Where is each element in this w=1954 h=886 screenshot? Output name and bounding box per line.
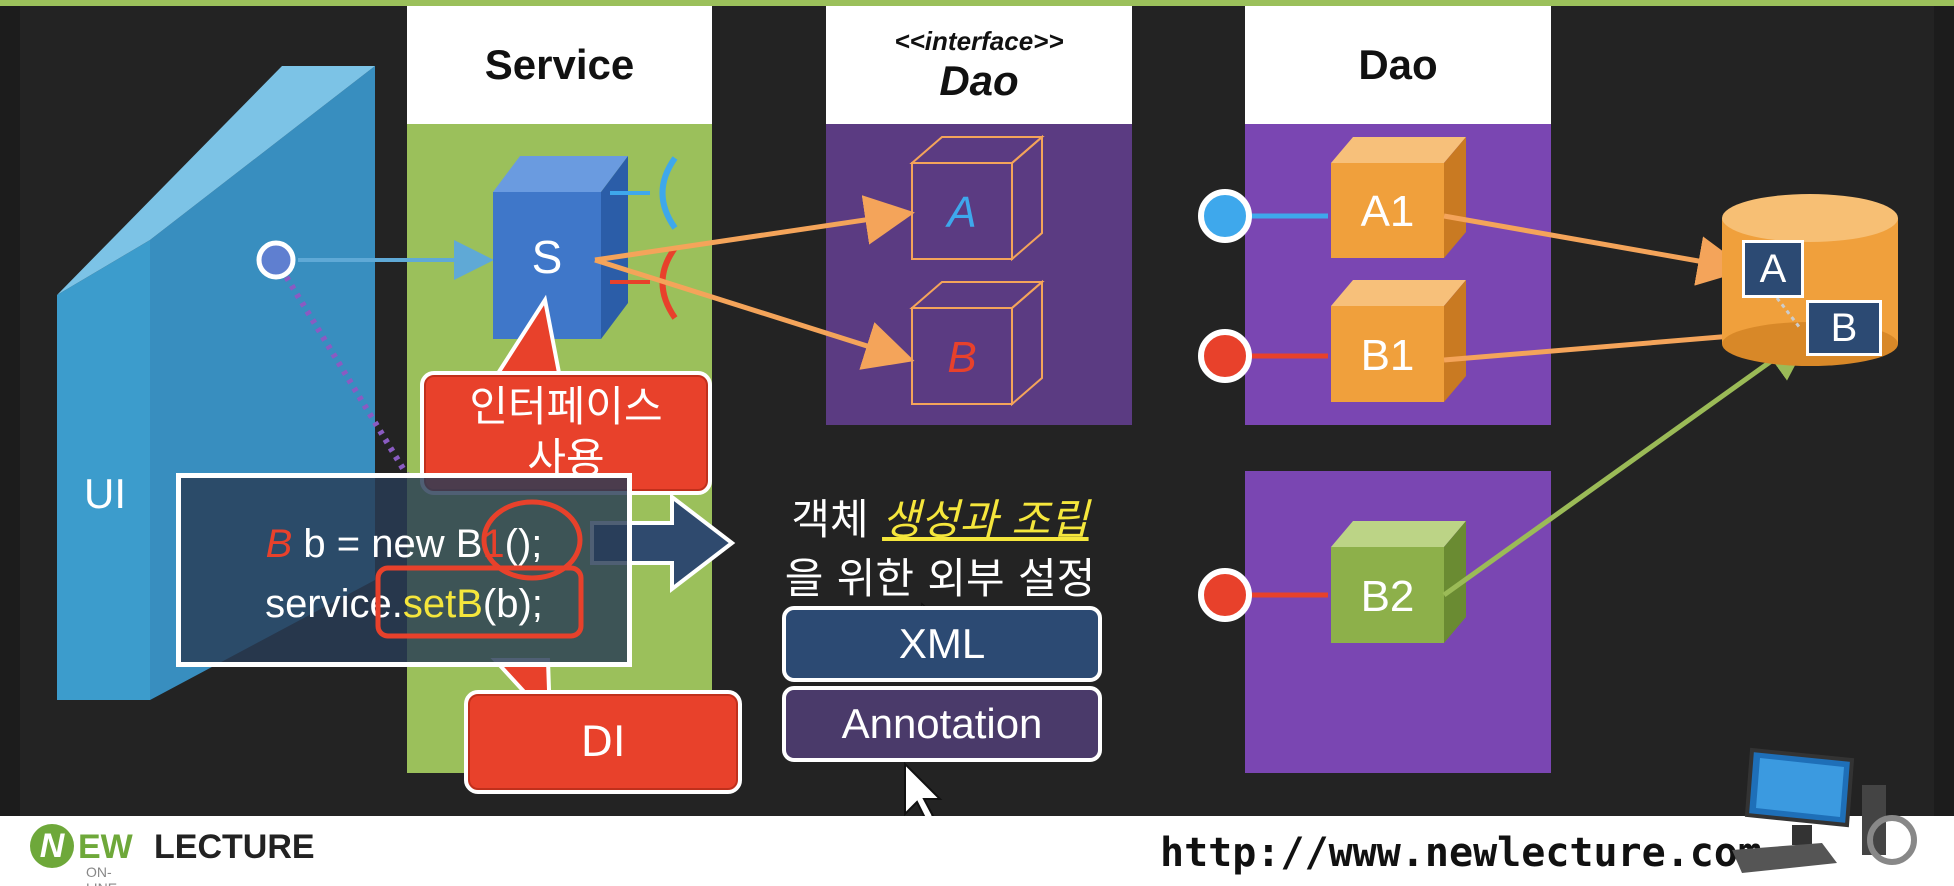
- service-column-title: Service: [484, 41, 635, 88]
- interface-a-label: A: [947, 188, 977, 237]
- interface-dao-column-header: <<interface>> Dao: [826, 6, 1132, 124]
- dao-column-title: Dao: [1358, 41, 1438, 88]
- di-callout-label: DI: [580, 717, 626, 766]
- ui-label: UI: [84, 470, 126, 517]
- b1-port: [1198, 329, 1252, 383]
- interface-dao-title: Dao: [939, 56, 1019, 104]
- db-table-b: B: [1806, 300, 1882, 356]
- service-box-label: S: [531, 231, 563, 283]
- arrow-s-to-b: [594, 257, 915, 370]
- di-callout: DI: [464, 690, 742, 794]
- a1-cube: [1331, 137, 1466, 258]
- code-type-b: B: [265, 522, 293, 566]
- external-setup-emphasis: 생성과 조립: [882, 495, 1089, 544]
- service-column-header: Service: [407, 6, 712, 124]
- footer-url[interactable]: http://www.newlecture.com: [1160, 830, 1763, 876]
- interface-callout-line1: 인터페이스: [469, 382, 663, 431]
- top-accent-line: [0, 0, 1954, 6]
- external-setup-line2: 을 위한 외부 설정: [784, 554, 1096, 603]
- a1-port: [1198, 189, 1252, 243]
- b2-label: B2: [1360, 572, 1415, 621]
- arrow-s-to-a: [594, 195, 915, 263]
- arrow-b2-to-db-b: [1442, 331, 1814, 598]
- b1-cube: [1331, 280, 1466, 402]
- arrow-a1-to-db-a: [1443, 213, 1748, 286]
- code-line-1: B b = new B1();: [181, 522, 627, 567]
- b1-label: B1: [1360, 331, 1415, 380]
- logo-sub: ON-LINE: [86, 864, 117, 886]
- code-box: B b = new B1(); service.setB(b);: [176, 473, 632, 667]
- db-table-a: A: [1742, 240, 1804, 298]
- external-setup-word: 객체: [791, 495, 883, 544]
- computer-icon: [1732, 747, 1917, 873]
- code-line1-end: ();: [504, 522, 543, 566]
- annotation-option[interactable]: Annotation: [782, 686, 1102, 762]
- b2-port: [1198, 568, 1252, 622]
- interface-dao-column: [826, 124, 1132, 425]
- mouse-cursor-icon: [904, 761, 943, 822]
- external-setup-line1: 객체 생성과 조립: [740, 486, 1140, 547]
- xml-option[interactable]: XML: [782, 606, 1102, 682]
- interface-b-label: B: [947, 333, 977, 382]
- dao-column-header: Dao: [1245, 6, 1551, 124]
- code-line2-method: setB: [402, 582, 483, 626]
- interface-b-cube: [909, 279, 1045, 407]
- code-line2-obj: service.: [265, 582, 403, 626]
- interface-a-cube: [909, 134, 1045, 262]
- code-line1-number: 1: [482, 522, 505, 566]
- logo-lecture: LECTURE: [154, 828, 315, 866]
- logo-ew: EW: [78, 828, 133, 866]
- footer-bar: [0, 816, 1954, 886]
- code-line-2: service.setB(b);: [181, 582, 627, 627]
- service-socket-blue: [659, 156, 678, 230]
- logo-letter: N: [30, 824, 74, 868]
- ui-port: [256, 240, 296, 280]
- b2-cube: [1331, 521, 1466, 643]
- a1-label: A1: [1360, 187, 1415, 236]
- interface-stereotype: <<interface>>: [894, 25, 1064, 56]
- code-line1-text: b = new B: [292, 522, 483, 566]
- ui-dotted-link: [273, 258, 413, 482]
- code-line2-end: (b);: [482, 582, 543, 626]
